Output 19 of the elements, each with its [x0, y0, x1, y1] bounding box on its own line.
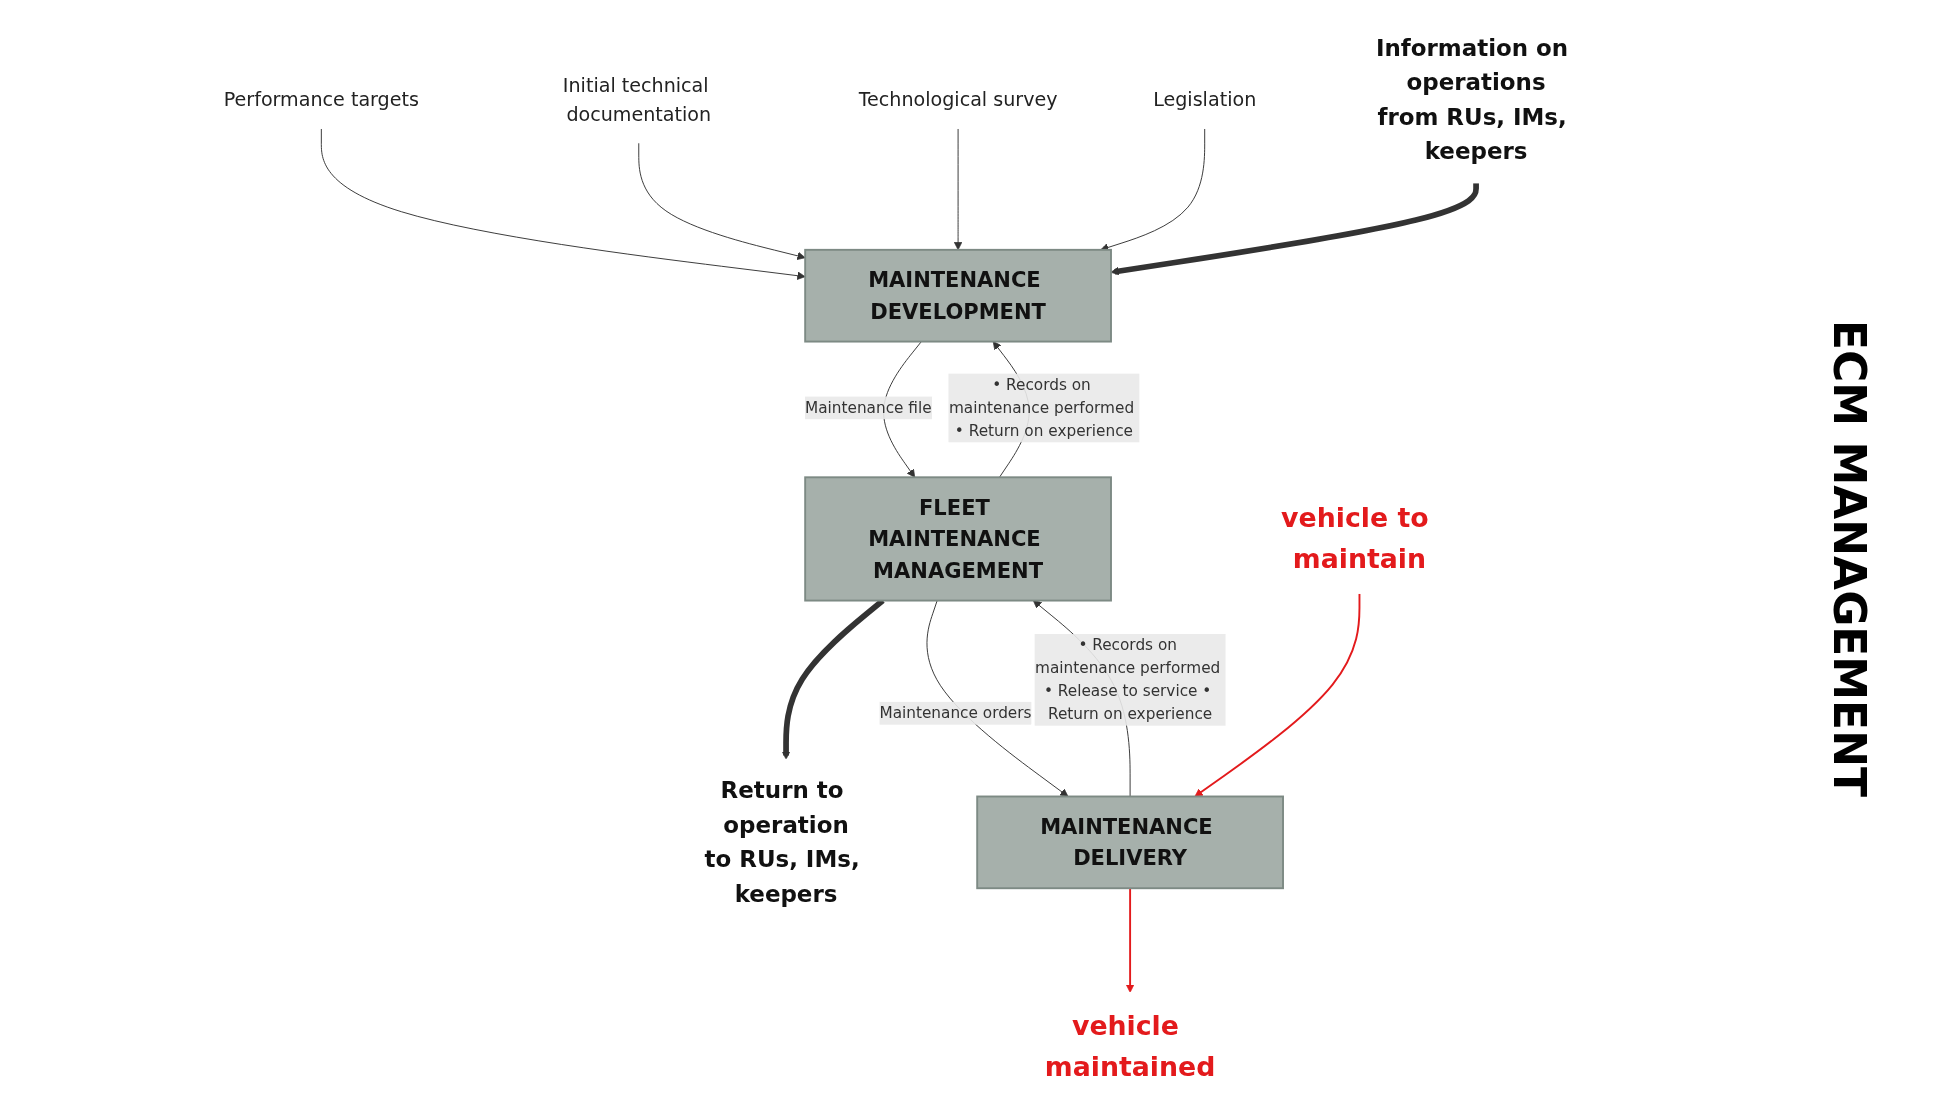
- arrow: [1125, 886, 1135, 993]
- node-text: Initial technical documentation: [562, 73, 712, 126]
- node-text: Information on operations from RUs, IMs, keepers: [1375, 34, 1569, 165]
- node-box: MAINTENANCE DELIVERY: [976, 795, 1284, 889]
- node-text: vehicle maintained: [1044, 1010, 1216, 1082]
- node-text: Return to operation to RUs, IMs, keepers: [704, 776, 860, 907]
- arrow: [1194, 591, 1361, 797]
- node-text: Performance targets: [223, 87, 419, 111]
- node-box: MAINTENANCE DEVELOPMENT: [804, 248, 1112, 343]
- edge-label: • Records on maintenance performed • Release to service • Return on experience: [1035, 635, 1221, 723]
- node-text: Legislation: [1153, 87, 1257, 111]
- node-box: FLEET MAINTENANCE MANAGEMENT: [804, 475, 1112, 602]
- arrow: [1110, 182, 1479, 275]
- side-label: ECM MANAGEMENT: [1824, 320, 1875, 797]
- node-text: vehicle to maintain: [1281, 502, 1429, 574]
- edge-label: • Records on maintenance performed • Return on experience: [948, 374, 1135, 440]
- edge-label: Maintenance orders: [879, 703, 1032, 722]
- node-text: Technological survey: [858, 87, 1058, 111]
- edge-label: Maintenance file: [804, 397, 932, 416]
